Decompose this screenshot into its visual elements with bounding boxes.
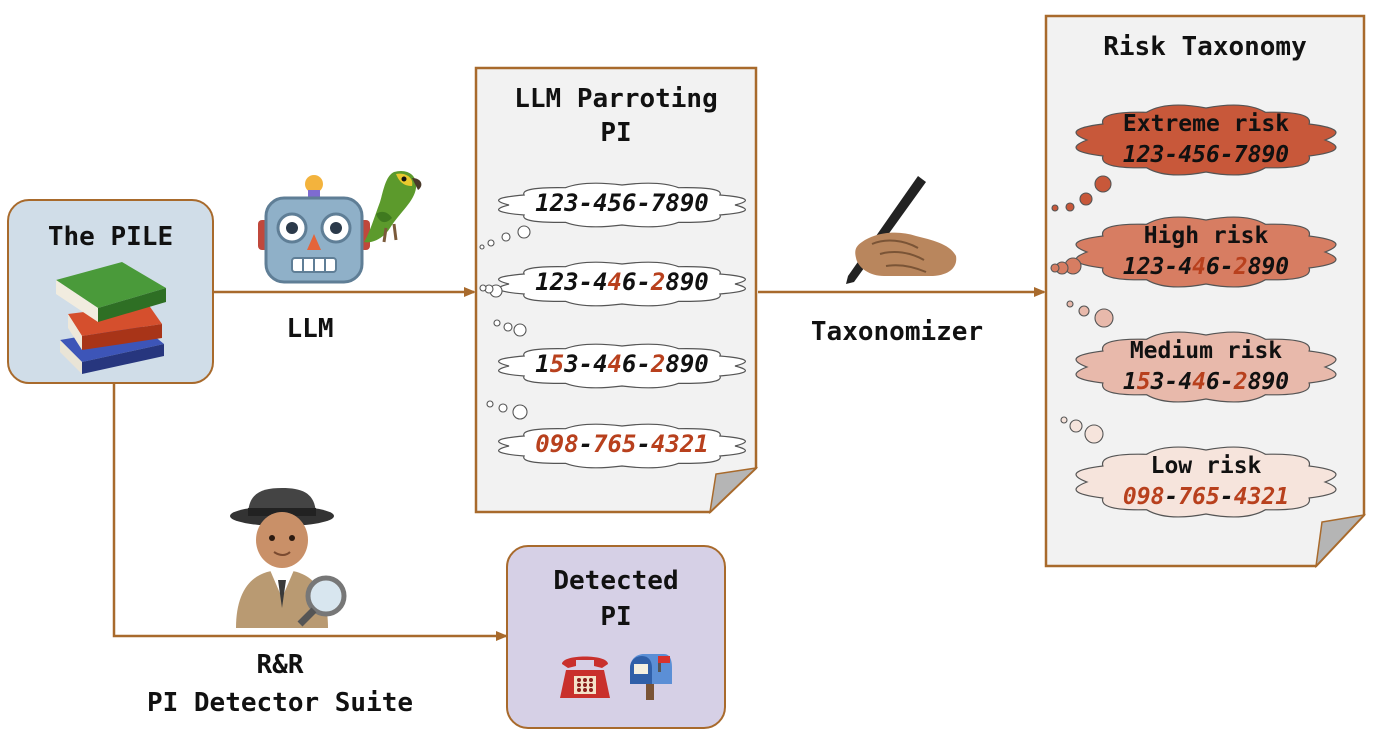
parroting-cloud-bubble bbox=[517, 225, 531, 239]
parroting-cloud bbox=[498, 182, 746, 228]
risk-level-number: 123-456-7890 bbox=[1122, 142, 1290, 168]
taxonomizer-label: Taxonomizer bbox=[810, 317, 984, 347]
writing-hand-icon bbox=[832, 172, 962, 292]
telephone-icon bbox=[558, 650, 612, 700]
risk-cloud-medium-risk bbox=[1075, 331, 1337, 403]
books-icon bbox=[52, 258, 170, 376]
detective-icon bbox=[226, 488, 350, 628]
robot-icon bbox=[258, 172, 370, 284]
risk-cloud-extreme-risk-bubble bbox=[1051, 204, 1059, 212]
parroting-title-line1: LLM Parroting bbox=[514, 84, 718, 114]
risk-cloud-low-risk-bubble bbox=[1069, 419, 1083, 433]
parroting-title-line2: PI bbox=[600, 118, 632, 148]
risk-cloud-medium-risk-bubble bbox=[1066, 300, 1074, 308]
arrow-pile-to-detected bbox=[112, 383, 508, 641]
parroting-cloud-bubble bbox=[487, 239, 495, 247]
parroting-number: 123-446-2890 bbox=[535, 268, 709, 296]
parroting-number: 123-456-7890 bbox=[535, 189, 709, 217]
detected-box bbox=[506, 545, 726, 729]
risk-level-number: 153-446-2890 bbox=[1122, 369, 1290, 395]
detected-title-line1: Detected bbox=[553, 566, 679, 596]
risk-document-fold bbox=[1314, 513, 1367, 569]
parroting-cloud-bubble bbox=[486, 400, 494, 408]
risk-level-number: 098-765-4321 bbox=[1122, 484, 1290, 510]
risk-cloud-high-risk-bubble bbox=[1050, 263, 1060, 273]
parrot-icon bbox=[356, 162, 426, 246]
risk-cloud-medium-risk-bubble bbox=[1078, 305, 1090, 317]
parroting-cloud-bubble bbox=[512, 404, 528, 420]
parroting-cloud bbox=[498, 423, 746, 469]
risk-level-label: Extreme risk bbox=[1122, 111, 1290, 137]
mailbox-icon bbox=[624, 650, 674, 700]
risk-cloud-low-risk-bubble bbox=[1060, 416, 1068, 424]
risk-cloud-extreme-risk-bubble bbox=[1065, 202, 1075, 212]
risk-level-label: Low risk bbox=[1150, 453, 1262, 479]
risk-level-label: High risk bbox=[1143, 223, 1269, 249]
parroting-cloud-bubble bbox=[503, 322, 513, 332]
parroting-cloud-bubble bbox=[498, 403, 508, 413]
risk-title: Risk Taxonomy bbox=[1103, 32, 1307, 62]
parroting-number: 153-446-2890 bbox=[535, 350, 709, 378]
parroting-cloud-bubble bbox=[501, 232, 511, 242]
risk-cloud-low-risk-bubble bbox=[1084, 424, 1104, 444]
parroting-cloud bbox=[498, 343, 746, 389]
risk-cloud-extreme-risk bbox=[1075, 104, 1337, 176]
risk-cloud-extreme-risk-bubble bbox=[1094, 175, 1112, 193]
detected-title-line2: PI bbox=[600, 602, 632, 632]
parroting-number: 098-765-4321 bbox=[535, 430, 709, 458]
risk-level-number: 123-446-2890 bbox=[1122, 254, 1290, 280]
risk-cloud-high-risk bbox=[1075, 216, 1337, 288]
parroting-cloud bbox=[498, 261, 746, 307]
detector-label-line1: R&R bbox=[256, 650, 304, 680]
pile-title: The PILE bbox=[47, 222, 174, 252]
parroting-cloud-bubble bbox=[479, 284, 487, 292]
risk-cloud-extreme-risk-bubble bbox=[1079, 192, 1093, 206]
parroting-cloud-bubble bbox=[493, 319, 501, 327]
parroting-cloud-bubble bbox=[479, 244, 485, 250]
risk-cloud-medium-risk-bubble bbox=[1094, 308, 1114, 328]
parroting-document-fold bbox=[708, 466, 759, 515]
risk-level-label: Medium risk bbox=[1129, 338, 1283, 364]
llm-label: LLM bbox=[286, 314, 334, 344]
detector-label-line2: PI Detector Suite bbox=[146, 688, 414, 718]
risk-cloud-low-risk bbox=[1075, 446, 1337, 518]
parroting-cloud-bubble bbox=[513, 323, 527, 337]
